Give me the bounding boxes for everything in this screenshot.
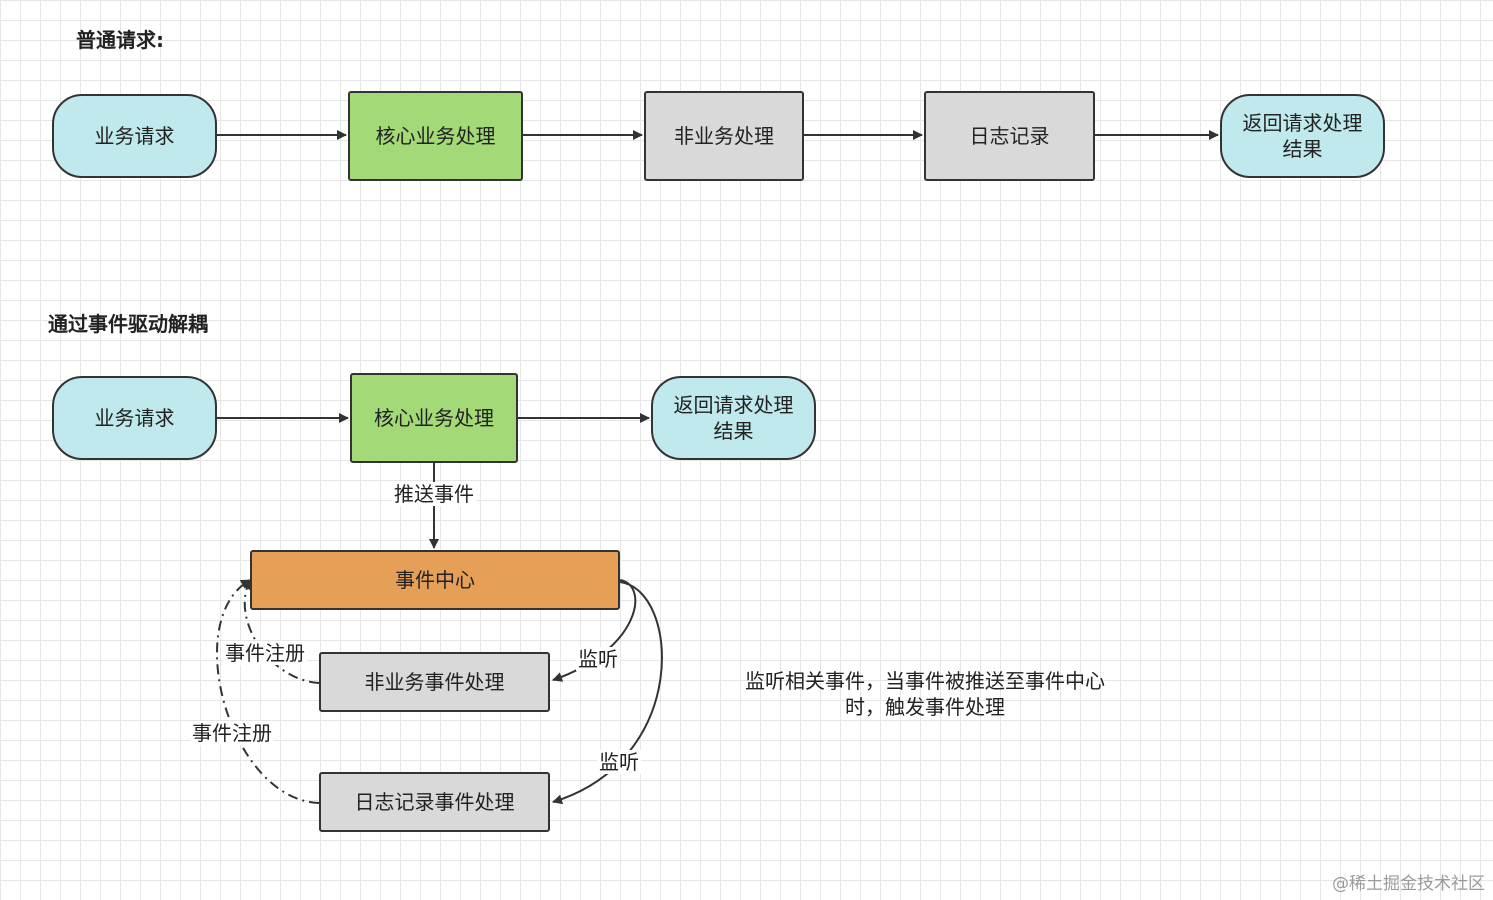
node-label: 非业务事件处理 <box>364 670 505 694</box>
watermark: @稀土掘金技术社区 <box>1332 874 1485 894</box>
annotation-note: 监听相关事件，当事件被推送至事件中心 时，触发事件处理 <box>716 668 1134 720</box>
node-non-business: 非业务处理 <box>644 91 804 181</box>
node-label: 返回请求处理 结果 <box>673 393 794 443</box>
section-title-normal: 普通请求: <box>76 28 164 52</box>
edge-label-listen-2: 监听 <box>597 750 641 774</box>
node-label: 业务请求 <box>94 406 175 430</box>
node-label: 非业务处理 <box>674 124 774 148</box>
node-core-business: 核心业务处理 <box>348 91 523 181</box>
edge-label-push-event: 推送事件 <box>392 482 476 506</box>
node-ev-core-business: 核心业务处理 <box>350 373 518 463</box>
node-business-request: 业务请求 <box>52 94 217 178</box>
node-label: 日志记录 <box>969 124 1050 148</box>
edge-label-listen-1: 监听 <box>576 647 620 671</box>
section-title-event: 通过事件驱动解耦 <box>48 312 208 336</box>
node-label: 事件中心 <box>395 568 475 592</box>
node-return-result: 返回请求处理 结果 <box>1220 94 1385 178</box>
arrow-log-register-hub <box>216 579 320 804</box>
edge-label-register-2: 事件注册 <box>190 721 274 745</box>
node-ev-return-result: 返回请求处理 结果 <box>651 376 816 460</box>
node-label: 核心业务处理 <box>374 406 494 430</box>
arrow-hub-listen-log <box>552 581 663 805</box>
edge-label-register-1: 事件注册 <box>223 641 307 665</box>
node-ev-business-request: 业务请求 <box>52 376 217 460</box>
node-event-hub: 事件中心 <box>250 550 620 610</box>
node-label: 返回请求处理 结果 <box>1242 111 1363 161</box>
node-logging: 日志记录 <box>924 91 1095 181</box>
node-label: 核心业务处理 <box>375 124 496 148</box>
node-label: 业务请求 <box>94 124 175 148</box>
node-non-business-handler: 非业务事件处理 <box>319 652 550 712</box>
node-log-handler: 日志记录事件处理 <box>319 772 550 832</box>
node-label: 日志记录事件处理 <box>354 790 515 814</box>
annotation-note-text: 监听相关事件，当事件被推送至事件中心 时，触发事件处理 <box>745 669 1105 719</box>
